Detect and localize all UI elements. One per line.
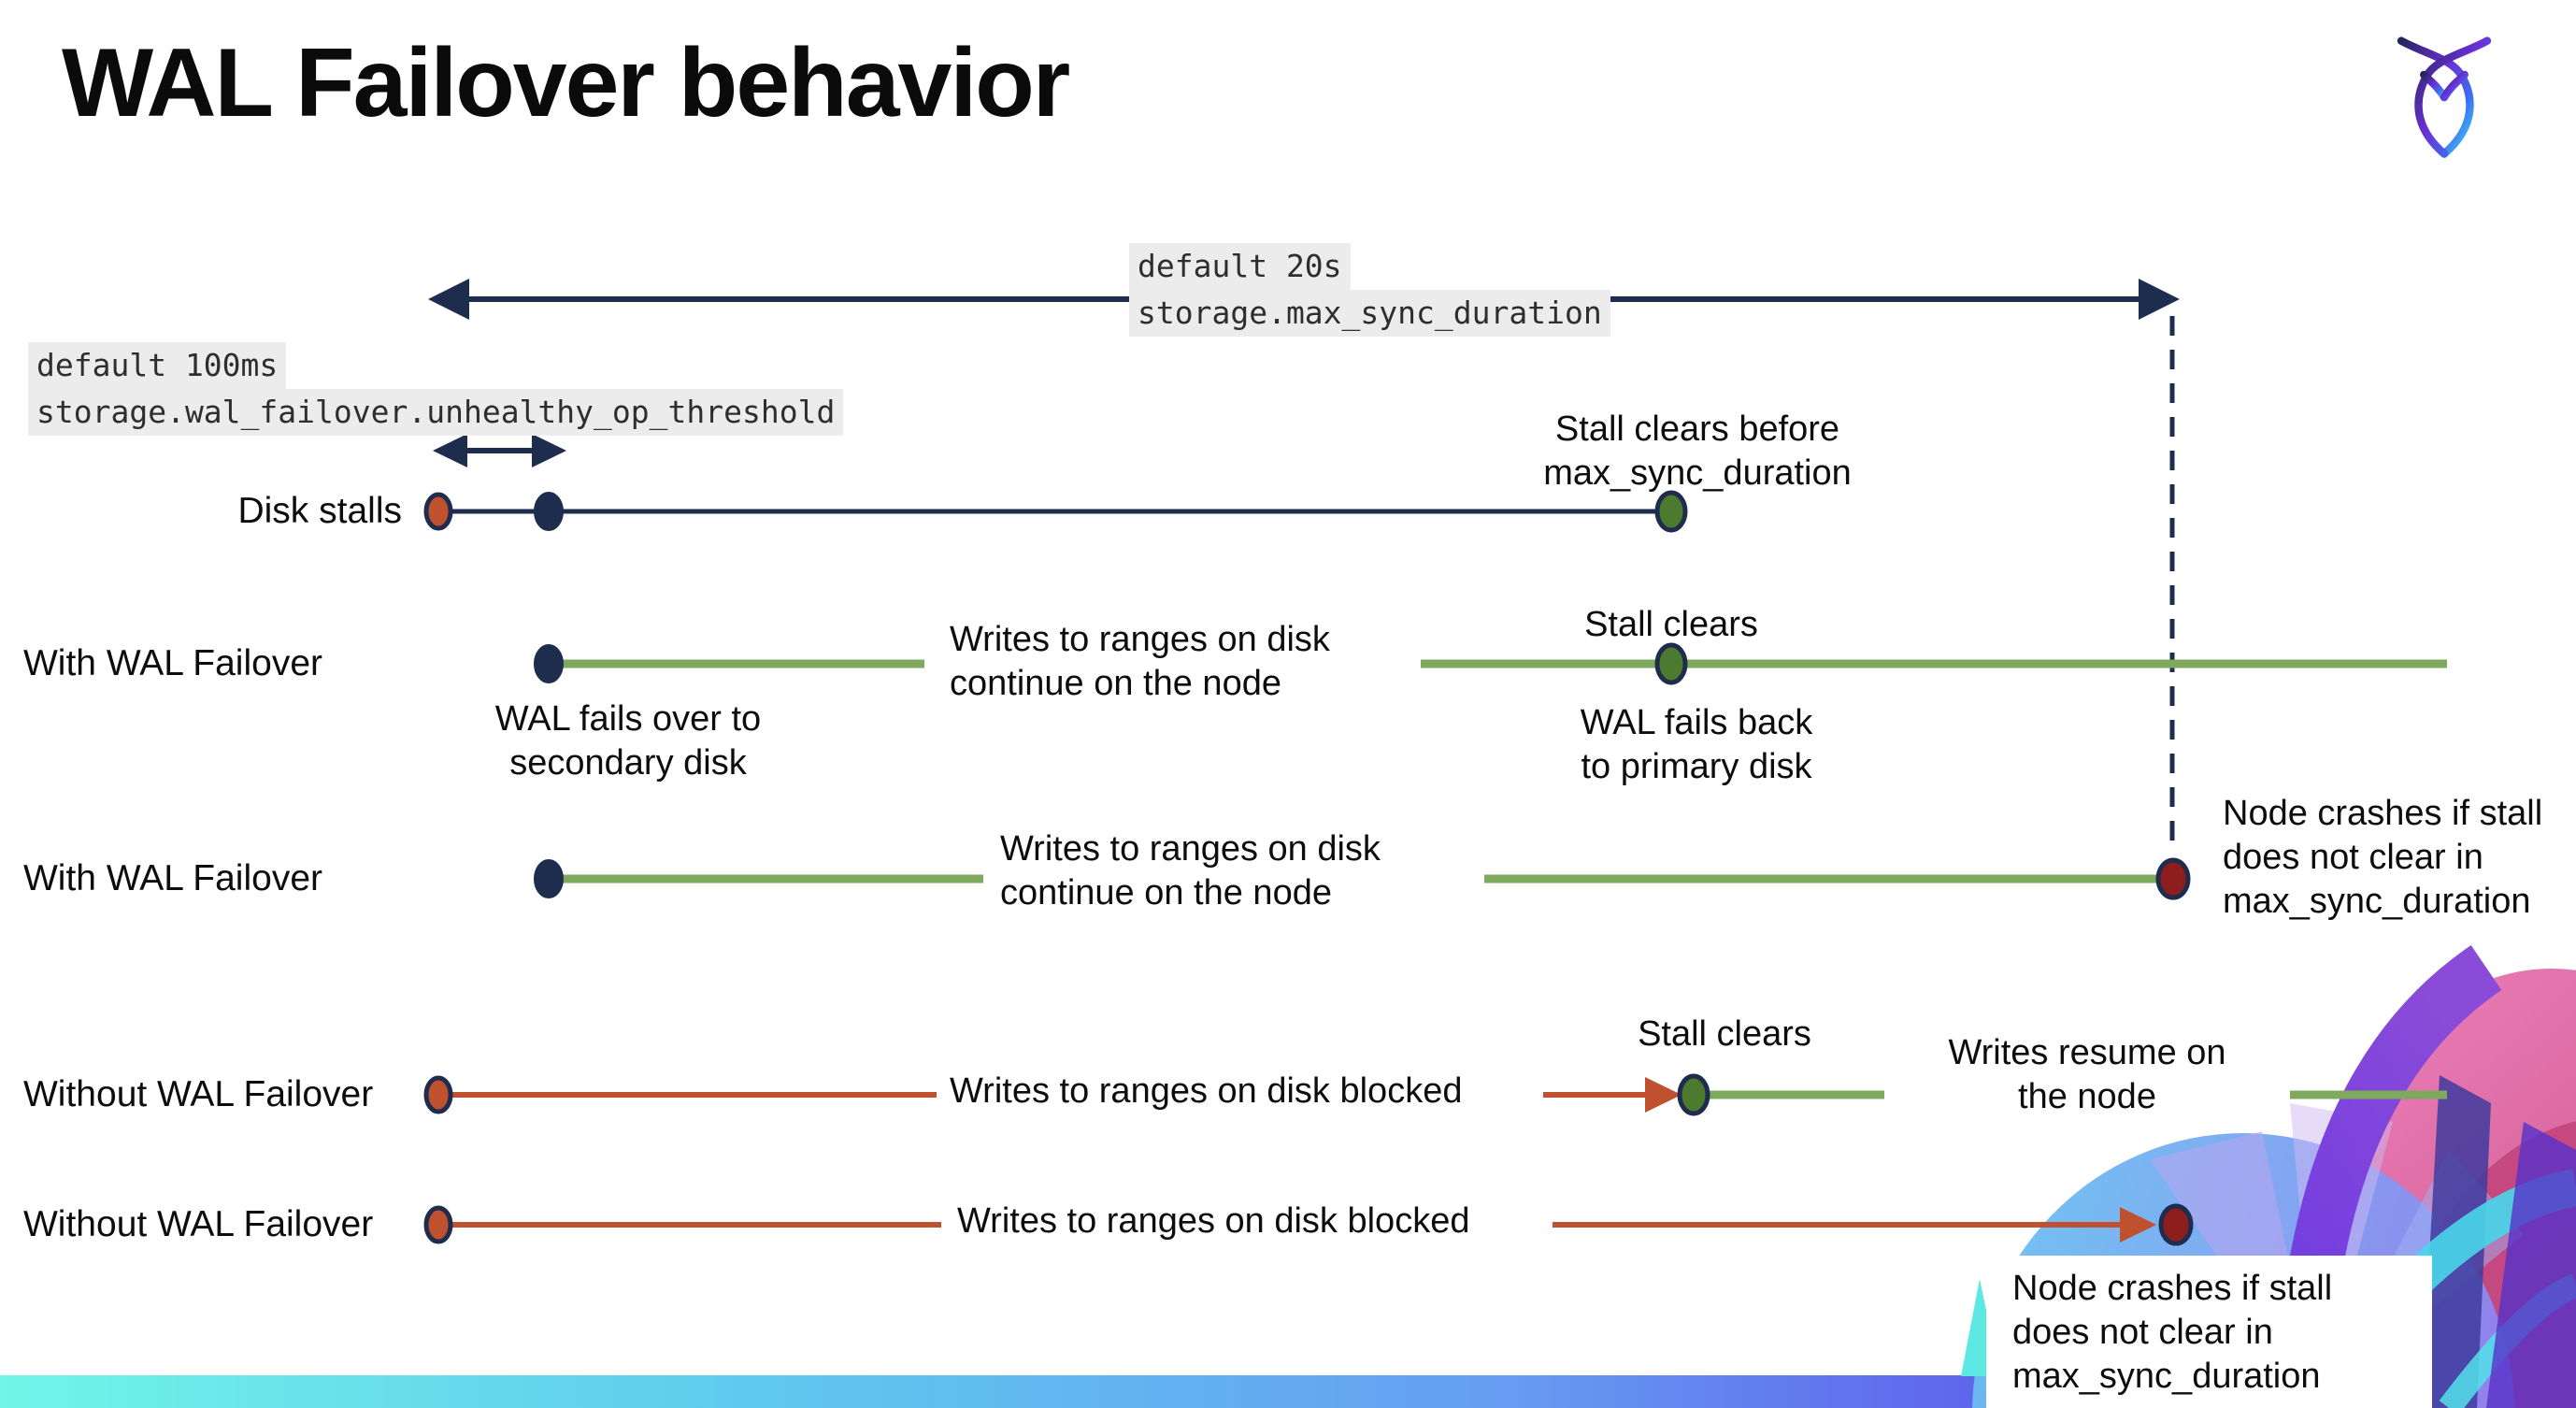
annotation-node-crashes-row4: Node crashes if stall does not clear in …: [2012, 1269, 2333, 1396]
row3-red-arrowhead-icon: [1645, 1077, 1682, 1113]
annotation-writes-continue-row2: Writes to ranges on disk continue on the…: [1000, 829, 1381, 912]
annotation-wal-fails-back: WAL fails back to primary disk: [1580, 703, 1813, 786]
arrowhead-left-icon: [428, 279, 469, 320]
unhealthy-op-threshold-callout: default 100ms storage.wal_failover.unhea…: [28, 342, 844, 436]
annotation-stall-clears-row1: Stall clears: [1584, 605, 1758, 644]
row4-crash-dot: [2158, 1203, 2194, 1246]
logo-branch-right: [2440, 70, 2469, 102]
logo-branch-left: [2420, 70, 2449, 102]
row0-stall-start-dot: [423, 492, 453, 531]
arrowhead-right-icon: [2139, 279, 2180, 320]
row2-crash-dot: [2155, 857, 2191, 900]
crash-note-box: Node crashes if stall does not clear in …: [1986, 1256, 2432, 1408]
row1-stall-clears-dot: [1654, 642, 1688, 685]
annotation-writes-resume: Writes resume on the node: [1948, 1033, 2226, 1116]
row4-red-arrowhead-icon: [2120, 1207, 2156, 1243]
row1-failover-dot: [534, 644, 564, 683]
small-arrowhead-left-icon: [433, 434, 467, 467]
max-sync-default-chip: default 20s: [1129, 243, 1351, 290]
cockroachdb-logo-icon: [2397, 36, 2492, 158]
row3-stall-start-dot: [423, 1075, 453, 1114]
annotation-writes-blocked-row4: Writes to ranges on disk blocked: [957, 1201, 1470, 1241]
row-label-with-wal-failover-1: With WAL Failover: [23, 643, 322, 683]
row-label-with-wal-failover-2: With WAL Failover: [23, 858, 322, 898]
art-deep-purple-blade: [2486, 1122, 2576, 1408]
unhealthy-default-chip: default 100ms: [28, 342, 287, 389]
page-title: WAL Failover behavior: [62, 29, 1070, 137]
logo-antenna-right: [2414, 36, 2492, 158]
annotation-writes-blocked-row3: Writes to ranges on disk blocked: [950, 1071, 1463, 1111]
annotation-wal-fails-over: WAL fails over to secondary disk: [494, 699, 762, 783]
max-sync-setting-chip: storage.max_sync_duration: [1129, 290, 1610, 337]
row4-stall-start-dot: [423, 1205, 453, 1244]
row0-threshold-dot: [534, 492, 564, 531]
max-sync-duration-callout: default 20s storage.max_sync_duration: [1129, 243, 1610, 337]
small-arrowhead-right-icon: [532, 434, 566, 467]
row-label-without-wal-failover-2: Without WAL Failover: [23, 1204, 374, 1244]
annotation-stall-clears-before: Stall clears before max_sync_duration: [1543, 409, 1852, 493]
annotation-node-crashes-row2: Node crashes if stall does not clear in …: [2223, 794, 2543, 921]
row-label-without-wal-failover-1: Without WAL Failover: [23, 1074, 374, 1114]
row3-stall-clears-dot: [1677, 1073, 1710, 1116]
logo-antenna-left: [2397, 36, 2474, 158]
row0-stall-clears-dot: [1654, 490, 1688, 533]
annotation-stall-clears-row3: Stall clears: [1638, 1014, 1811, 1054]
annotation-writes-continue-row1: Writes to ranges on disk continue on the…: [950, 620, 1330, 703]
row-label-disk-stalls: Disk stalls: [237, 491, 402, 531]
unhealthy-setting-chip: storage.wal_failover.unhealthy_op_thresh…: [28, 389, 844, 436]
row2-failover-dot: [534, 859, 564, 898]
